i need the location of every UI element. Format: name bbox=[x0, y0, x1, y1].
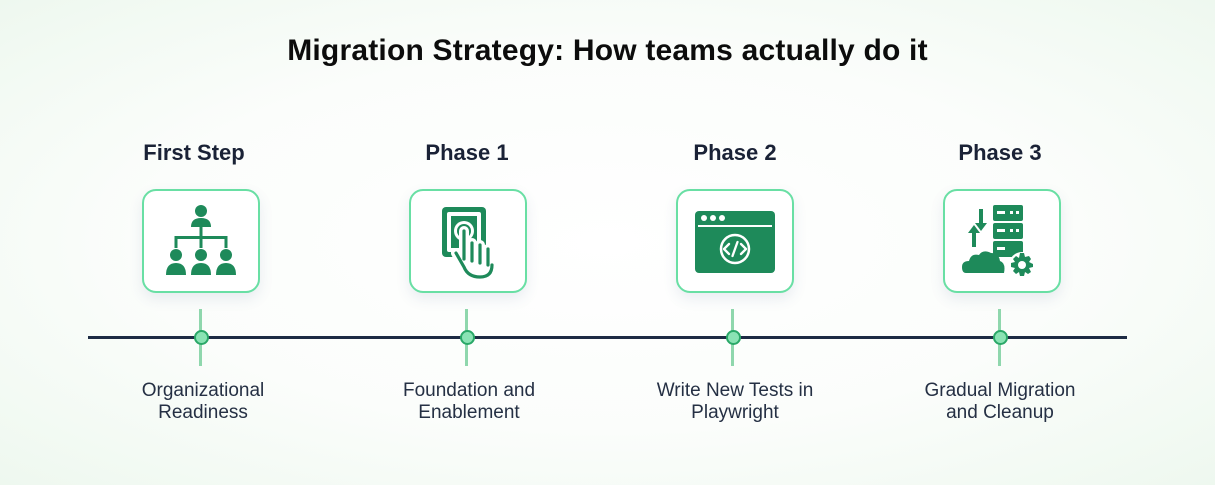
code-window-icon bbox=[695, 211, 775, 273]
description-line: Enablement bbox=[418, 402, 520, 423]
step-label-phase-1: Phase 1 bbox=[425, 140, 509, 165]
step-label-first-step: First Step bbox=[143, 140, 245, 165]
step-card-phase-1 bbox=[409, 189, 527, 293]
description-line: Write New Tests in bbox=[656, 380, 814, 401]
timeline-node-first-step bbox=[194, 330, 209, 345]
touch-press-icon bbox=[442, 207, 497, 281]
description-line: Gradual Migration bbox=[924, 380, 1076, 401]
step-card-phase-2 bbox=[676, 189, 794, 293]
description-line: and Cleanup bbox=[946, 402, 1054, 423]
step-label-phase-2: Phase 2 bbox=[693, 140, 777, 165]
timeline-node-phase-2 bbox=[726, 330, 741, 345]
timeline-node-phase-1 bbox=[460, 330, 475, 345]
description-line: Organizational bbox=[141, 380, 265, 401]
timeline-node-phase-3 bbox=[993, 330, 1008, 345]
description-line: Playwright bbox=[691, 402, 779, 423]
org-chart-icon bbox=[166, 205, 236, 275]
step-card-phase-3 bbox=[943, 189, 1061, 293]
timeline-axis bbox=[88, 336, 1127, 339]
step-description-first-step: Organizational Readiness bbox=[83, 380, 323, 424]
page-title: Migration Strategy: How teams actually d… bbox=[287, 34, 928, 67]
step-description-phase-2: Write New Tests in Playwright bbox=[615, 380, 855, 424]
step-description-phase-3: Gradual Migration and Cleanup bbox=[880, 380, 1120, 424]
server-migration-icon bbox=[962, 205, 1035, 278]
step-label-phase-3: Phase 3 bbox=[958, 140, 1042, 165]
description-line: Readiness bbox=[158, 402, 248, 423]
step-description-phase-1: Foundation and Enablement bbox=[349, 380, 589, 424]
step-card-first-step bbox=[142, 189, 260, 293]
description-line: Foundation and bbox=[402, 380, 536, 401]
